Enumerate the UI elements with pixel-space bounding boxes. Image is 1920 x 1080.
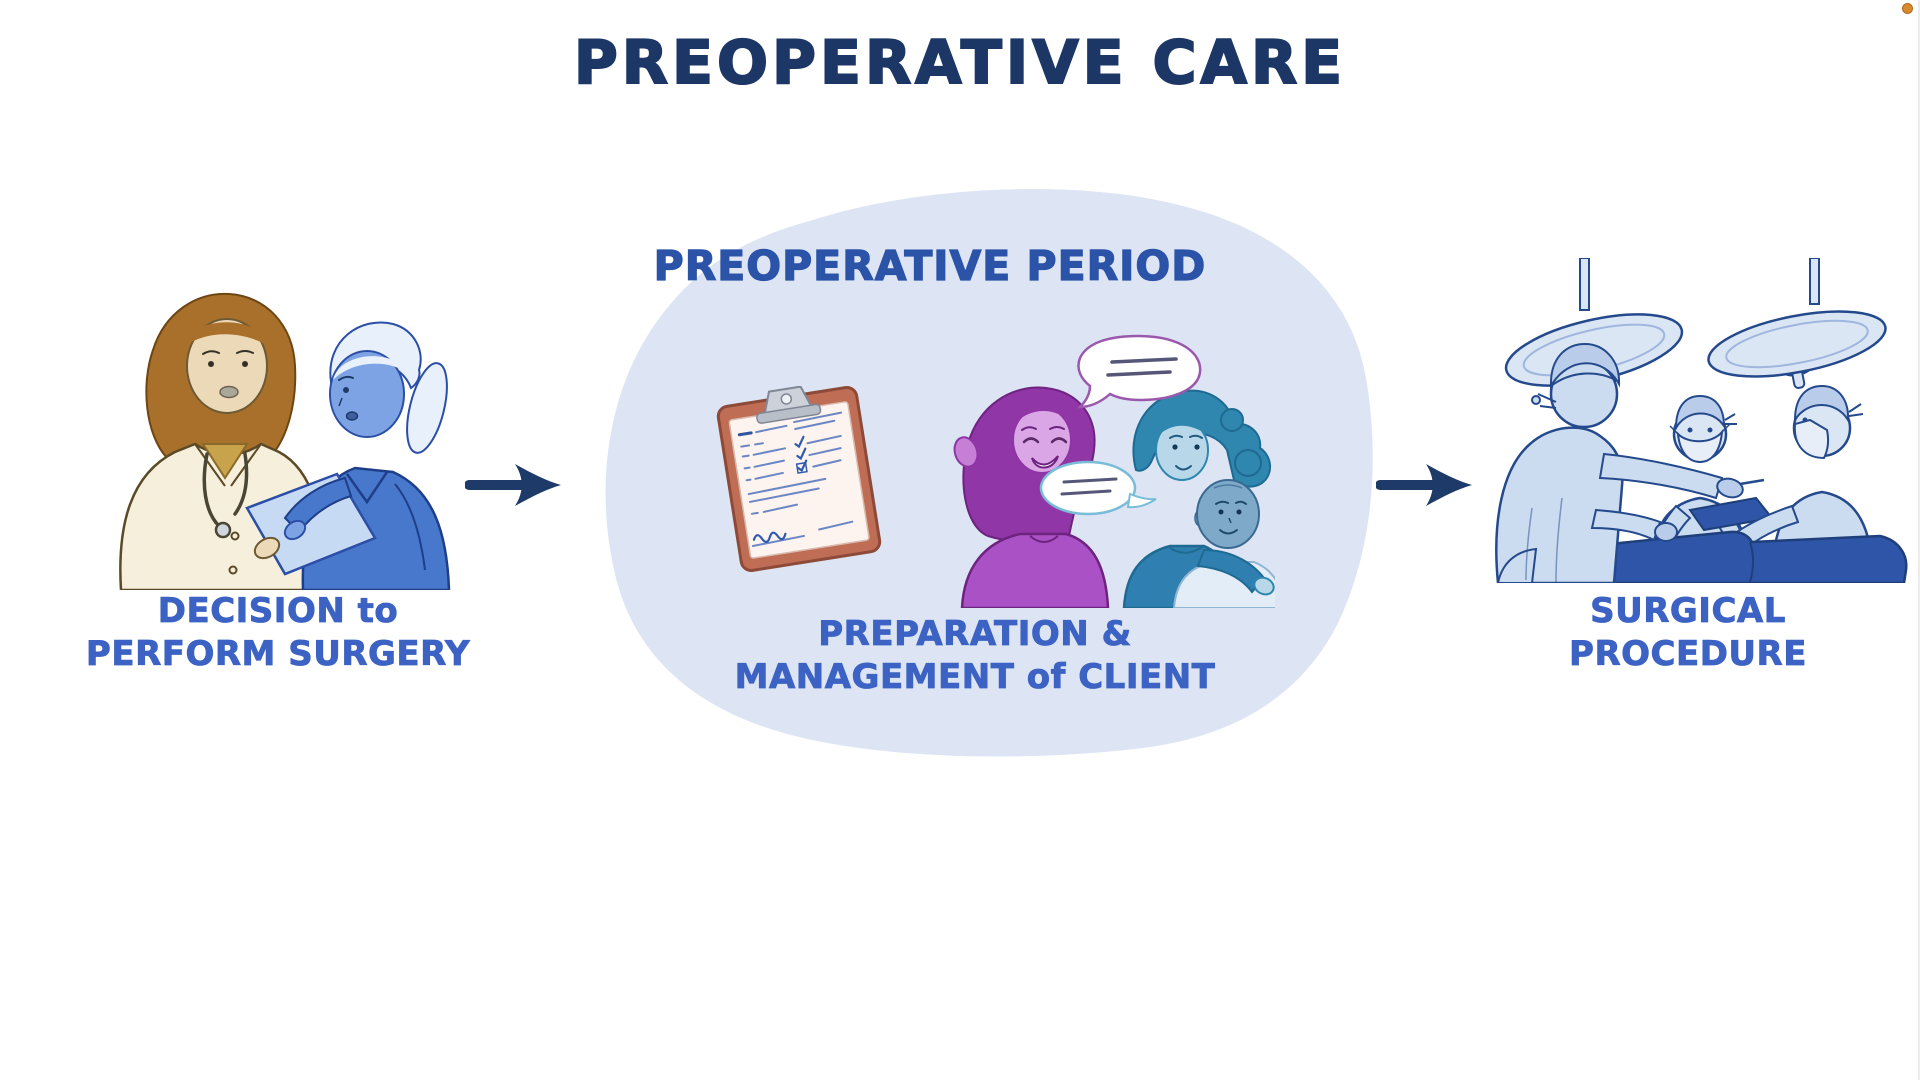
caption-decision-line1: DECISION to bbox=[157, 591, 399, 632]
caption-surgical-line2: PROCEDURE bbox=[1569, 634, 1807, 675]
page-title: PREOPERATIVE CARE bbox=[573, 27, 1347, 99]
nurse-purple-figure bbox=[953, 386, 1110, 608]
flow-arrow-left-icon bbox=[465, 464, 561, 506]
speech-bubble-icon bbox=[1039, 460, 1157, 516]
speech-bubble-icon bbox=[1076, 334, 1202, 409]
surgical-team-illustration bbox=[1495, 258, 1908, 583]
flow-arrow-right-icon bbox=[1376, 464, 1472, 506]
doctor-and-nurse-illustration bbox=[119, 292, 451, 590]
surgeon-left-figure bbox=[1495, 342, 1765, 583]
operating-table bbox=[1578, 530, 1908, 583]
recording-indicator-dot bbox=[1902, 3, 1913, 14]
right-edge-divider bbox=[1918, 0, 1920, 1080]
caption-surgical: SURGICAL PROCEDURE bbox=[1523, 590, 1853, 676]
caption-decision-line2: PERFORM SURGERY bbox=[85, 634, 471, 675]
surgical-lamp-icon bbox=[1707, 258, 1887, 389]
caption-preparation: PREPARATION & MANAGEMENT of CLIENT bbox=[715, 613, 1235, 699]
nurse-figure bbox=[245, 321, 451, 590]
client-family-figures bbox=[1122, 389, 1275, 608]
checklist-clipboard-icon bbox=[716, 386, 882, 572]
caption-surgical-line1: SURGICAL bbox=[1590, 591, 1786, 632]
caption-decision: DECISION to PERFORM SURGERY bbox=[58, 590, 498, 676]
caption-preparation-line1: PREPARATION & bbox=[818, 614, 1132, 655]
panel-title: PREOPERATIVE PERIOD bbox=[653, 241, 1207, 290]
counseling-people-illustration bbox=[953, 334, 1275, 608]
stethoscope-icon bbox=[202, 452, 221, 528]
caption-preparation-line2: MANAGEMENT of CLIENT bbox=[734, 657, 1216, 698]
signature-squiggle bbox=[752, 531, 787, 543]
